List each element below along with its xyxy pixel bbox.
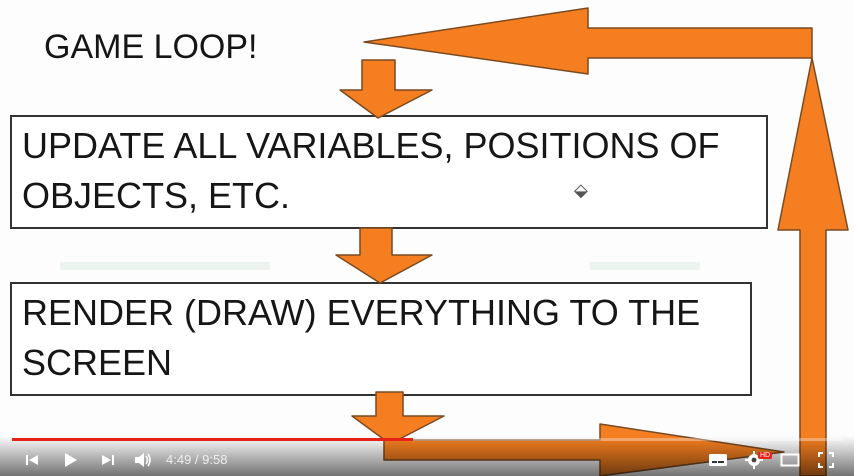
down-arrow-icon [339,59,433,119]
progress-played [12,438,413,441]
down-arrow-icon [351,391,445,445]
paint-bucket-cursor-icon: ⬙ [574,180,588,200]
update-step-text: UPDATE ALL VARIABLES, POSITIONS OF OBJEC… [22,125,720,216]
down-arrow-icon [335,227,433,284]
progress-bar[interactable] [12,438,842,441]
update-step-box: UPDATE ALL VARIABLES, POSITIONS OF OBJEC… [10,115,768,229]
current-time: 4:49 [166,452,192,467]
slide-title: GAME LOOP! [44,28,258,66]
duration: 9:58 [202,452,228,467]
up-arrow-icon [777,57,849,476]
time-display: 4:49 / 9:58 [166,452,227,467]
time-separator: / [191,452,203,467]
next-icon[interactable] [96,446,120,474]
volume-icon[interactable] [130,446,156,474]
theater-mode-icon[interactable] [778,446,802,474]
subtitles-icon[interactable] [706,446,730,474]
left-arrow-icon [363,7,813,75]
settings-icon[interactable] [742,446,766,474]
render-step-text: RENDER (DRAW) EVERYTHING TO THE SCREEN [22,292,701,383]
skip-back-icon[interactable] [20,446,44,474]
faint-artifact [60,262,270,270]
render-step-box: RENDER (DRAW) EVERYTHING TO THE SCREEN [10,282,752,396]
faint-artifact [590,262,700,270]
fullscreen-icon[interactable] [814,446,838,474]
hd-badge: HD [758,452,773,459]
play-icon[interactable] [56,446,84,474]
